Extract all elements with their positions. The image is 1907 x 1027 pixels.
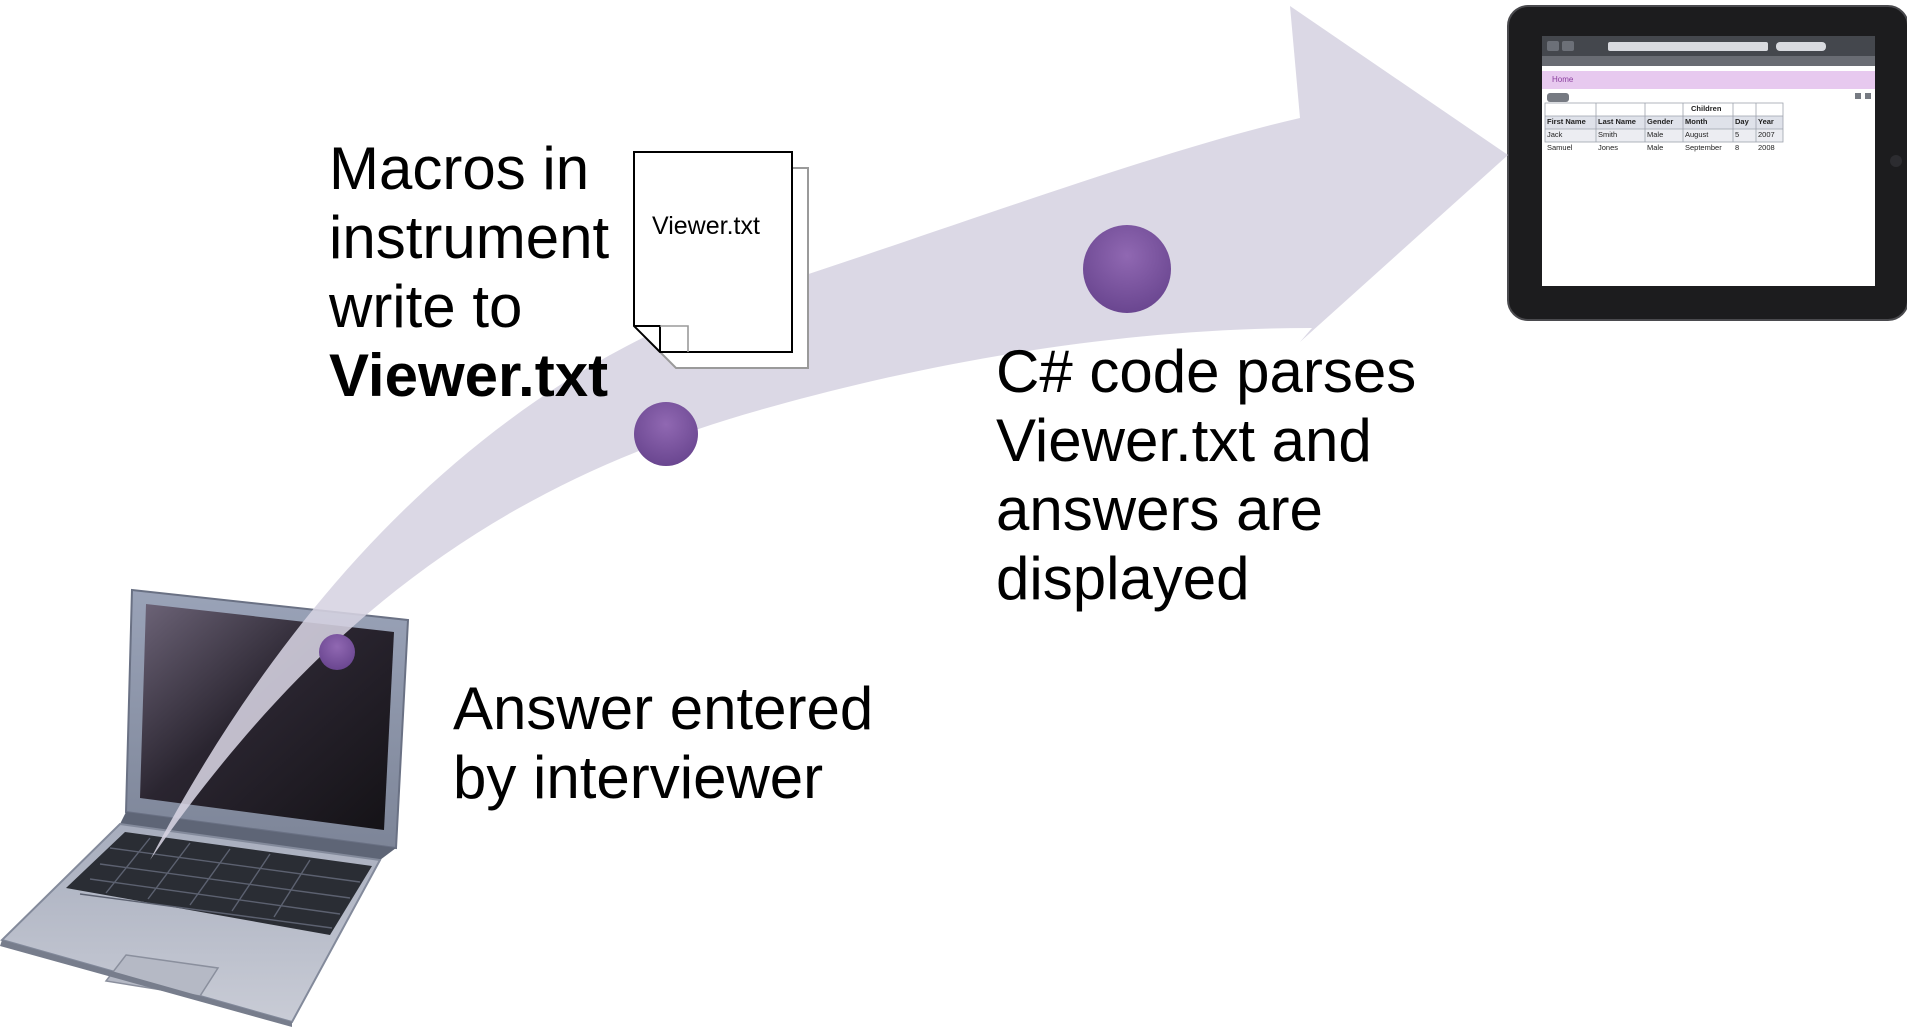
step-3-line: C# code parses xyxy=(996,338,1417,405)
table-cell: September xyxy=(1685,143,1722,152)
table-cell: 2007 xyxy=(1758,130,1775,139)
table-cell: Smith xyxy=(1598,130,1618,139)
table-cell: 2008 xyxy=(1758,143,1775,152)
table-cell: Samuel xyxy=(1547,143,1573,152)
step-3-line: Viewer.txt and xyxy=(996,407,1372,474)
step-1-line: Answer entered xyxy=(453,675,874,742)
process-arrow xyxy=(150,6,1508,860)
tablet-table-title: Children xyxy=(1691,104,1722,113)
table-cell: August xyxy=(1685,130,1709,139)
table-header-cell: Gender xyxy=(1647,117,1674,126)
table-cell: Male xyxy=(1647,130,1664,139)
step-3-dot xyxy=(1083,225,1171,313)
step-2-line: Macros in xyxy=(329,135,590,202)
step-1-label: Answer entered by interviewer xyxy=(453,674,973,812)
step-3-label: C# code parses Viewer.txt and answers ar… xyxy=(996,337,1516,613)
document-label: Viewer.txt xyxy=(652,212,760,240)
step-2-dot xyxy=(634,402,698,466)
document-icon xyxy=(633,151,809,369)
table-header-cell: Last Name xyxy=(1598,117,1636,126)
step-2-label: Macros in instrument write to Viewer.txt xyxy=(329,134,669,410)
step-3-line: displayed xyxy=(996,545,1250,612)
table-header-cell: Year xyxy=(1758,117,1774,126)
step-2-line: write to xyxy=(329,273,523,340)
table-cell: 5 xyxy=(1735,130,1740,139)
step-1-dot xyxy=(319,634,355,670)
table-cell: Male xyxy=(1647,143,1664,152)
table-cell: Jones xyxy=(1598,143,1619,152)
table-header-cell: First Name xyxy=(1547,117,1586,126)
table-header-cell: Day xyxy=(1735,117,1749,126)
tablet-home-link: Home xyxy=(1552,75,1574,84)
step-2-line: instrument xyxy=(329,204,610,271)
tablet-icon xyxy=(1507,5,1907,321)
step-2-filename: Viewer.txt xyxy=(329,342,609,409)
table-cell: Jack xyxy=(1547,130,1563,139)
step-1-line: by interviewer xyxy=(453,744,824,811)
table-cell: 8 xyxy=(1735,143,1740,152)
step-3-line: answers are xyxy=(996,476,1323,543)
table-header-cell: Month xyxy=(1685,117,1708,126)
